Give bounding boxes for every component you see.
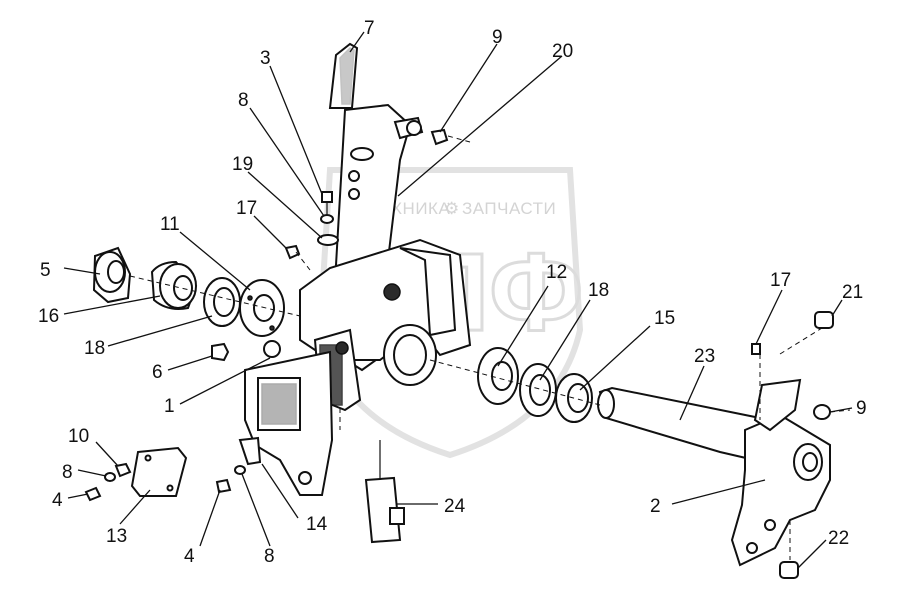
assembly-lines	[129, 135, 851, 560]
callout-13: 13	[106, 526, 127, 547]
callout-4b: 4	[184, 546, 195, 567]
callout-12: 12	[546, 262, 567, 283]
nut-10	[114, 462, 132, 478]
callout-22: 22	[828, 528, 849, 549]
callout-8c: 8	[264, 546, 275, 567]
callout-10: 10	[68, 426, 89, 447]
callout-23: 23	[694, 346, 715, 367]
watermark-line2: ЗАПЧАСТИ	[462, 199, 556, 218]
washer-8-lower-left	[104, 472, 116, 482]
callout-11: 11	[160, 214, 180, 235]
nut-5	[92, 246, 132, 304]
callout-8: 8	[238, 90, 249, 111]
ring-19	[317, 234, 339, 246]
callout-9: 9	[492, 27, 503, 48]
bolt-4-left	[84, 486, 102, 502]
callout-19: 19	[232, 154, 253, 175]
callout-9b: 9	[856, 398, 867, 419]
callout-8b: 8	[62, 462, 73, 483]
callout-18b: 18	[588, 280, 609, 301]
side-plate-1	[244, 340, 334, 496]
plug-6	[211, 342, 230, 362]
callout-1: 1	[164, 396, 175, 417]
washer-9-right	[813, 404, 831, 420]
ring-18-left	[203, 277, 241, 327]
cap-21	[814, 311, 834, 329]
ring-18-right	[519, 363, 557, 417]
callout-14: 14	[306, 514, 328, 535]
lever-2	[730, 378, 831, 567]
callout-6: 6	[152, 362, 163, 383]
cap-22	[779, 561, 799, 579]
callout-18: 18	[84, 338, 105, 359]
callout-5: 5	[40, 260, 51, 281]
watermark-gear-icon: ⚙	[444, 199, 460, 218]
callout-17b: 17	[770, 270, 791, 291]
callout-20: 20	[552, 41, 573, 62]
callout-7: 7	[364, 18, 375, 39]
bolt-4-lower	[215, 478, 232, 494]
callout-17: 17	[236, 198, 257, 219]
leader-lines	[63, 31, 853, 569]
bushing-16	[150, 260, 198, 310]
callout-2: 2	[650, 496, 661, 517]
clip-14	[238, 436, 262, 466]
callout-21: 21	[842, 282, 863, 303]
callout-labels: 7 3 9 20 8 19 17 11 5 16 18 6 1 12 18 15…	[38, 18, 867, 567]
bolt-3	[321, 191, 333, 215]
housing-bracket	[299, 238, 472, 412]
washer-8-top	[320, 214, 334, 224]
cover-13	[130, 446, 188, 497]
rod-24	[364, 440, 405, 544]
bearing-12	[477, 347, 519, 405]
washer-8-lower	[234, 465, 246, 475]
callout-16: 16	[38, 306, 59, 327]
cam-11	[239, 279, 285, 337]
callout-4: 4	[52, 490, 63, 511]
callout-15: 15	[654, 308, 675, 329]
nipple-17-right	[751, 343, 761, 355]
callout-3: 3	[260, 48, 271, 69]
nut-9-top	[430, 128, 449, 146]
nut-17-left	[284, 244, 301, 260]
callout-24: 24	[444, 496, 466, 517]
